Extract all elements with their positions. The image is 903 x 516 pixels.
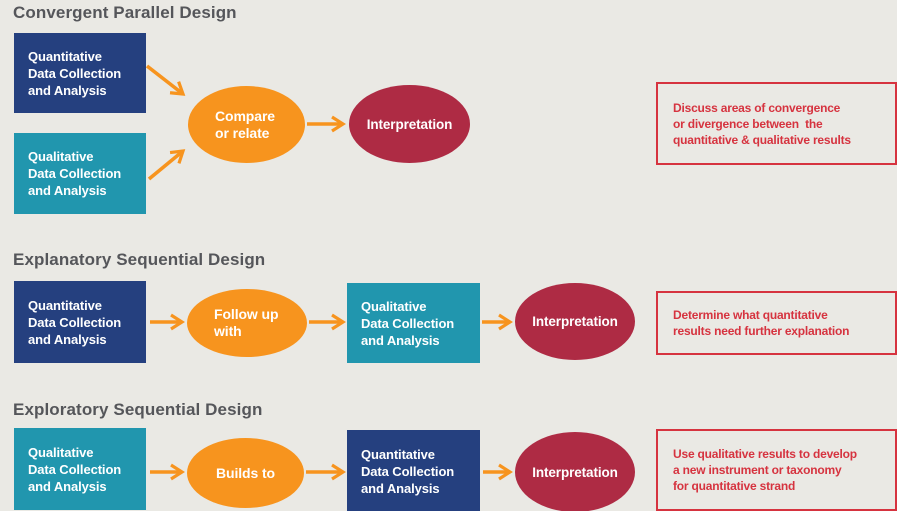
qualitative-data-box: Qualitative Data Collection and Analysis	[14, 428, 146, 510]
quantitative-data-box: Quantitative Data Collection and Analysi…	[14, 33, 146, 113]
exploratory-note-box: Use qualitative results to develop a new…	[656, 429, 897, 511]
qualitative-data-box: Qualitative Data Collection and Analysis	[347, 283, 480, 363]
section-title-exploratory: Exploratory Sequential Design	[13, 400, 263, 419]
arrow-qualitative-to-compare	[147, 149, 186, 181]
qualitative-data-box: Qualitative Data Collection and Analysis	[14, 133, 146, 214]
builds-to-ellipse: Builds to	[187, 438, 304, 508]
interpretation-ellipse: Interpretation	[349, 85, 470, 163]
quantitative-data-box: Quantitative Data Collection and Analysi…	[347, 430, 480, 511]
convergent-note-box: Discuss areas of convergence or divergen…	[656, 82, 897, 165]
quantitative-data-box: Quantitative Data Collection and Analysi…	[14, 281, 146, 363]
explanatory-note-box: Determine what quantitative results need…	[656, 291, 897, 355]
interpretation-ellipse: Interpretation	[515, 283, 635, 360]
compare-or-relate-ellipse: Compare or relate	[188, 86, 305, 163]
section-title-explanatory: Explanatory Sequential Design	[13, 250, 266, 269]
follow-up-with-ellipse: Follow up with	[187, 289, 307, 357]
section-title-convergent: Convergent Parallel Design	[13, 3, 237, 22]
arrow-quantitative-to-compare	[145, 64, 186, 96]
interpretation-ellipse: Interpretation	[515, 432, 635, 511]
